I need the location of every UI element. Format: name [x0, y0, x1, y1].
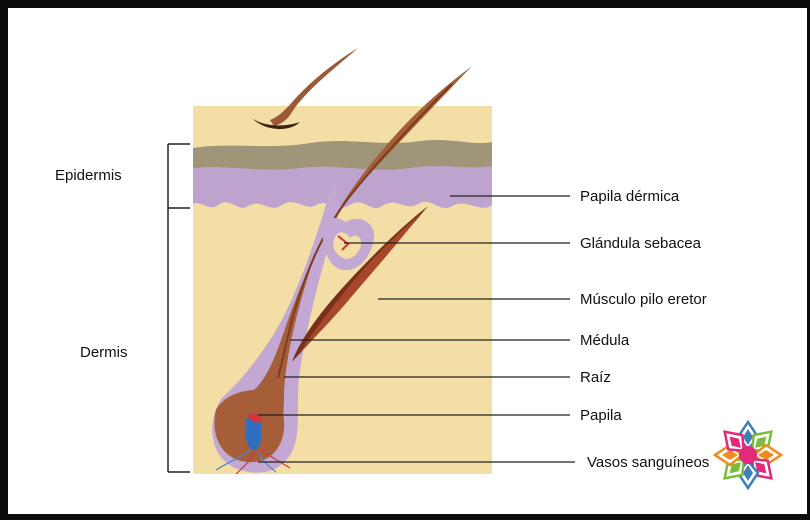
label-glandula-sebacea: Glándula sebacea: [580, 235, 702, 252]
dermis-bracket: [168, 208, 190, 472]
label-epidermis: Epidermis: [55, 167, 122, 184]
label-raiz: Raíz: [580, 369, 611, 386]
label-musculo-pilo-eretor: Músculo pilo eretor: [580, 291, 707, 308]
label-papila: Papila: [580, 407, 622, 424]
flower-logo: [715, 422, 781, 488]
dermal-papilla-layer: [193, 166, 492, 208]
label-medula: Médula: [580, 332, 630, 349]
label-papila-dermica: Papila dérmica: [580, 188, 680, 205]
label-vasos-sanguineos: Vasos sanguíneos: [587, 454, 709, 471]
label-dermis: Dermis: [80, 344, 128, 361]
flower-logo-center: [739, 446, 757, 464]
region-brackets: [168, 144, 190, 472]
epidermis-bracket: [168, 144, 190, 208]
